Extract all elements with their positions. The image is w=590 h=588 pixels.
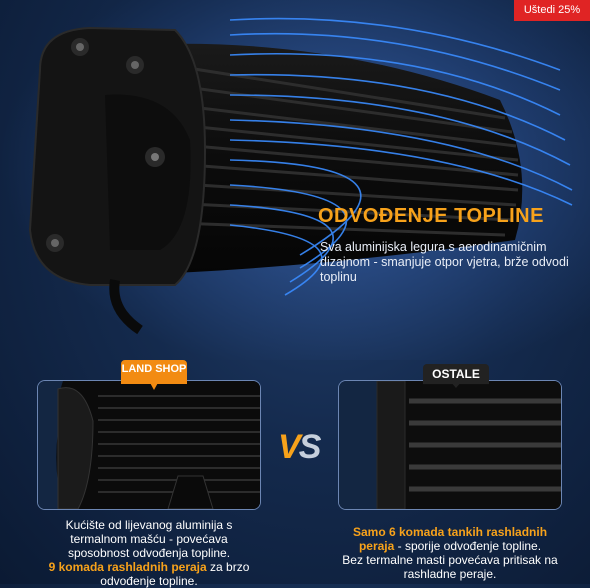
landshop-caption: Kućište od lijevanog aluminija s termaln… [42, 518, 256, 588]
landshop-product-panel [37, 380, 261, 510]
hero-title: ODVOĐENJE TOPLINE [318, 205, 544, 227]
other-caption-highlight: Samo 6 komada tankih rashladnih peraja [352, 525, 548, 553]
other-caption: Samo 6 komada tankih rashladnih peraja -… [334, 525, 566, 581]
landshop-caption-text: Kućište od lijevanog aluminija s termaln… [65, 518, 233, 560]
other-product-panel [338, 380, 562, 510]
other-caption-text-2: Bez termalne masti povećava pritisak na … [342, 553, 558, 581]
versus-v: V [278, 428, 301, 466]
light-bar-product-illustration [0, 0, 590, 360]
other-bar-image [339, 381, 561, 509]
versus-label: VS [278, 428, 322, 467]
discount-badge: Uštedi 25% [514, 0, 590, 21]
hero-subtitle: Sva aluminijska legura s aerodinamičnim … [320, 240, 569, 284]
heat-flow-lines [229, 17, 573, 296]
other-caption-text: - sporije odvođenje topline. [394, 539, 542, 553]
landshop-caption-highlight: 9 komada rashladnih peraja [48, 560, 207, 574]
landshop-bar-image [38, 381, 260, 509]
other-tag: OSTALE [423, 364, 489, 388]
versus-s: S [298, 428, 322, 466]
